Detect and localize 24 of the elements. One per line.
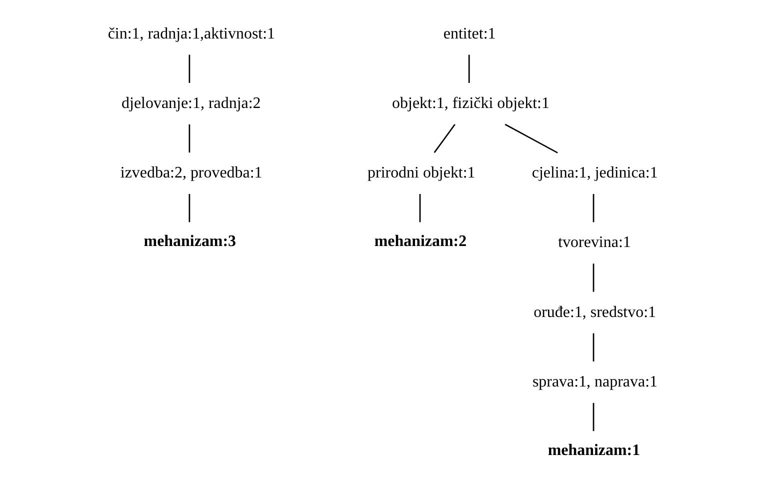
node-text: cjelina:1, jedinica:1: [531, 164, 658, 182]
connector: [188, 194, 190, 222]
node-text: izvedba:2, provedba:1: [120, 164, 262, 182]
connector: [504, 123, 558, 153]
connector: [592, 402, 594, 431]
node-text: čin:1, radnja:1,aktivnost:1: [107, 24, 275, 42]
node-text: djelovanje:1, radnja:2: [121, 94, 260, 112]
node-text: entitet:1: [442, 24, 496, 42]
node-text: mehanizam:2: [374, 232, 466, 250]
node-text: tvorevina:1: [558, 234, 630, 251]
node-text: prirodni objekt:1: [367, 164, 475, 182]
connector: [433, 123, 455, 152]
node-text: objekt:1, fizički objekt:1: [392, 94, 549, 112]
node-text: oruđe:1, sredstvo:1: [533, 303, 656, 320]
connector: [418, 194, 420, 222]
connector: [188, 54, 190, 82]
node-text: mehanizam:3: [143, 232, 236, 250]
connector: [468, 54, 470, 82]
connector: [592, 194, 594, 222]
node-text: sprava:1, naprava:1: [532, 372, 658, 390]
connector: [592, 332, 594, 361]
connector: [592, 263, 594, 292]
node-text: mehanizam:1: [547, 441, 640, 458]
connector: [188, 124, 190, 152]
